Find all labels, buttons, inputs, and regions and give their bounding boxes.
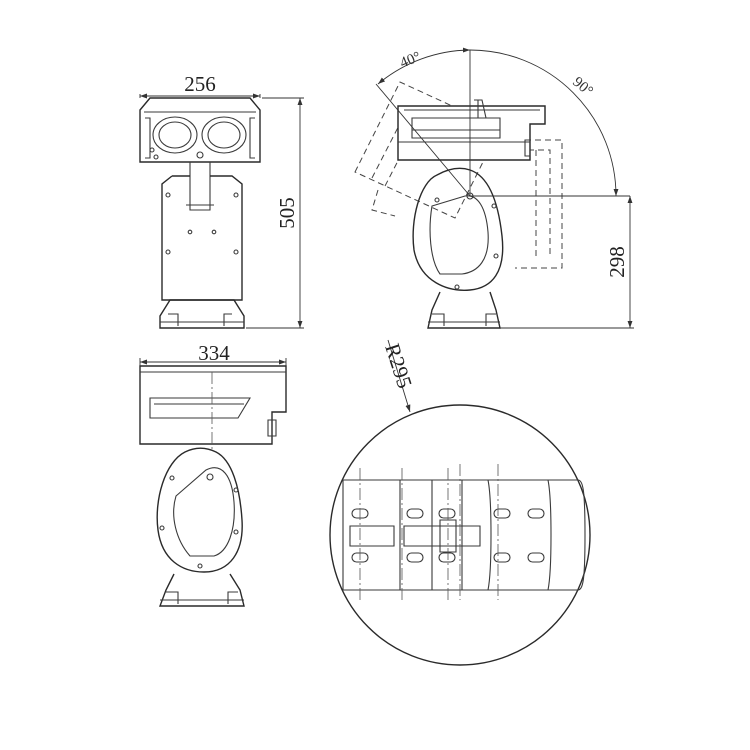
dim-front-height: 505 [246,97,304,329]
front-lens-left [152,116,198,154]
front-view: 256 505 [139,72,304,329]
sweep-circle [329,404,591,666]
dim-top-width-label: 334 [198,341,230,365]
angle-up-label: 40° [398,49,423,72]
rear-view: 334 [139,341,287,607]
side-tilt-down-ghost [515,139,563,269]
tilt-arc-up: 40° [375,47,471,197]
dim-front-width-label: 256 [184,72,216,96]
dim-top-width: 334 [139,341,287,366]
dim-front-width: 256 [139,72,261,99]
angle-down-label: 90° [569,74,595,100]
tilt-arc-down: 90° [469,49,630,197]
dim-side-height: 298 [500,196,634,329]
dim-radius: R295 [380,339,417,413]
top-view: R295 [329,339,591,666]
front-lens-right [201,116,247,154]
dim-radius-label: R295 [380,340,417,391]
dim-side-height-label: 298 [605,246,629,278]
dim-front-height-label: 505 [275,197,299,229]
side-view: 40° 90° 298 [354,47,634,329]
